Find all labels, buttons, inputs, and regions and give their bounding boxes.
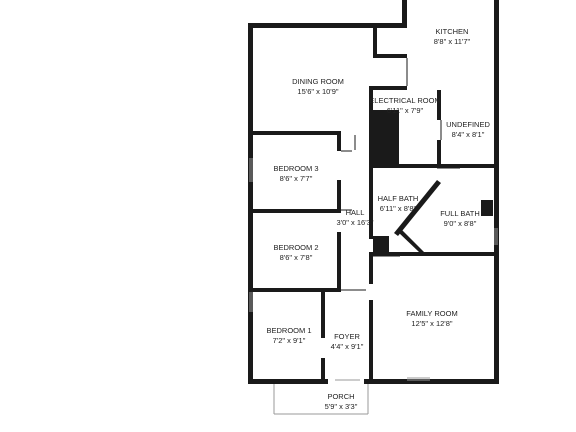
hall-dims: 3'0" x 16'3" <box>337 218 374 227</box>
room-labels: KITCHEN 8'8" x 11'7" DINING ROOM 15'6" x… <box>266 27 490 411</box>
foyer-dims: 4'4" x 9'1" <box>331 342 364 351</box>
dining-room-label: DINING ROOM <box>292 77 344 86</box>
undefined-label: UNDEFINED <box>446 120 490 129</box>
kitchen-label: KITCHEN <box>436 27 469 36</box>
bedroom-1-dims: 7'2" x 9'1" <box>273 336 306 345</box>
openings <box>249 58 498 415</box>
half-bath-dims: 6'11" x 8'8" <box>380 204 417 213</box>
porch-dims: 5'9" x 3'3" <box>325 402 358 411</box>
family-room-dims: 12'5" x 12'8" <box>411 319 452 328</box>
bedroom-3-dims: 8'6" x 7'7" <box>280 174 313 183</box>
full-bath-dims: 9'0" x 8'8" <box>444 219 477 228</box>
full-bath-label: FULL BATH <box>440 209 480 218</box>
dining-room-dims: 15'6" x 10'9" <box>297 87 338 96</box>
interior-walls <box>253 28 499 384</box>
kitchen-dims: 8'8" x 11'7" <box>434 37 471 46</box>
family-room-label: FAMILY ROOM <box>406 309 457 318</box>
bedroom-2-dims: 8'6" x 7'8" <box>280 253 313 262</box>
electrical-room-label: ELECTRICAL ROOM <box>369 96 440 105</box>
bedroom-3-label: BEDROOM 3 <box>273 164 318 173</box>
porch-label: PORCH <box>327 392 354 401</box>
half-bath-label: HALF BATH <box>378 194 419 203</box>
hall-label: HALL <box>346 208 365 217</box>
electrical-room-dims: 6'11" x 7'9" <box>387 106 424 115</box>
undefined-dims: 8'4" x 8'1" <box>452 130 485 139</box>
exterior-walls <box>248 0 499 384</box>
bedroom-1-label: BEDROOM 1 <box>266 326 311 335</box>
bedroom-2-label: BEDROOM 2 <box>273 243 318 252</box>
foyer-label: FOYER <box>334 332 360 341</box>
